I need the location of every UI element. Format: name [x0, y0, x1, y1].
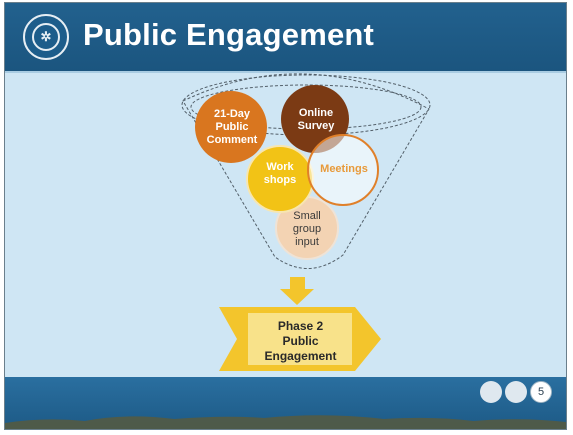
nav-dot-2: [505, 381, 527, 403]
seal-emblem-icon: ✲: [40, 29, 52, 44]
tree-line-silhouette: [5, 415, 566, 429]
down-arrow-icon: [280, 277, 314, 305]
circle-meetings: [307, 134, 379, 206]
page-number-badge: 5: [530, 381, 552, 403]
circle-21-day-public-comment: [195, 91, 267, 163]
label-21-day-public-comment: 21-Day Public Comment: [206, 108, 258, 146]
nav-dot-1: [480, 381, 502, 403]
label-work-shops: Work shops: [263, 161, 297, 186]
label-meetings: Meetings: [320, 163, 368, 175]
funnel-outline: [182, 73, 430, 269]
phase-label-box: [248, 313, 352, 365]
funnel-diagram: [181, 73, 431, 371]
phase-2-public-engagement-label: Phase 2 Public Engagement: [264, 319, 337, 363]
label-online-survey: Online Survey: [297, 107, 335, 132]
slide-title: Public Engagement: [83, 17, 375, 52]
seal-inner-ring: ✲: [32, 23, 60, 51]
county-seal-logo: ✲: [23, 14, 69, 60]
label-small-group-input: Small group input: [292, 210, 322, 248]
slide: ✲ Public Engagement 21-Day Public Commen…: [4, 2, 567, 430]
footer-bar: [5, 377, 566, 429]
header-bar: ✲ Public Engagement: [5, 3, 566, 73]
